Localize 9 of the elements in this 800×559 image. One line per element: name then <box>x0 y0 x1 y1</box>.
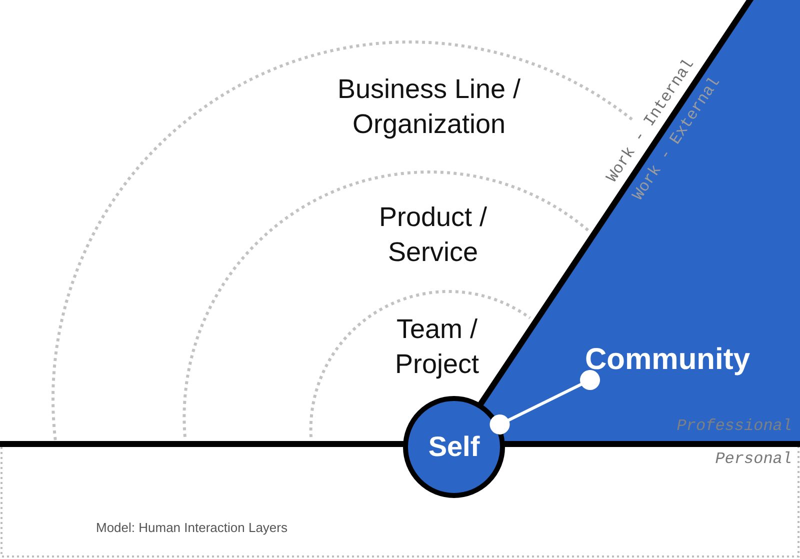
sphere-label: Professional <box>676 417 792 436</box>
caption-text: Model: Human Interaction Layers <box>96 520 288 536</box>
layer-label: Product / Service <box>378 201 488 269</box>
layer-label: Team / Project <box>394 313 480 381</box>
node-label: Community <box>585 340 750 380</box>
layer-label: Business Line / Organization <box>336 73 522 141</box>
sphere-label: Personal <box>715 450 792 469</box>
connector-line <box>490 370 600 434</box>
node-label: Self <box>428 432 480 462</box>
